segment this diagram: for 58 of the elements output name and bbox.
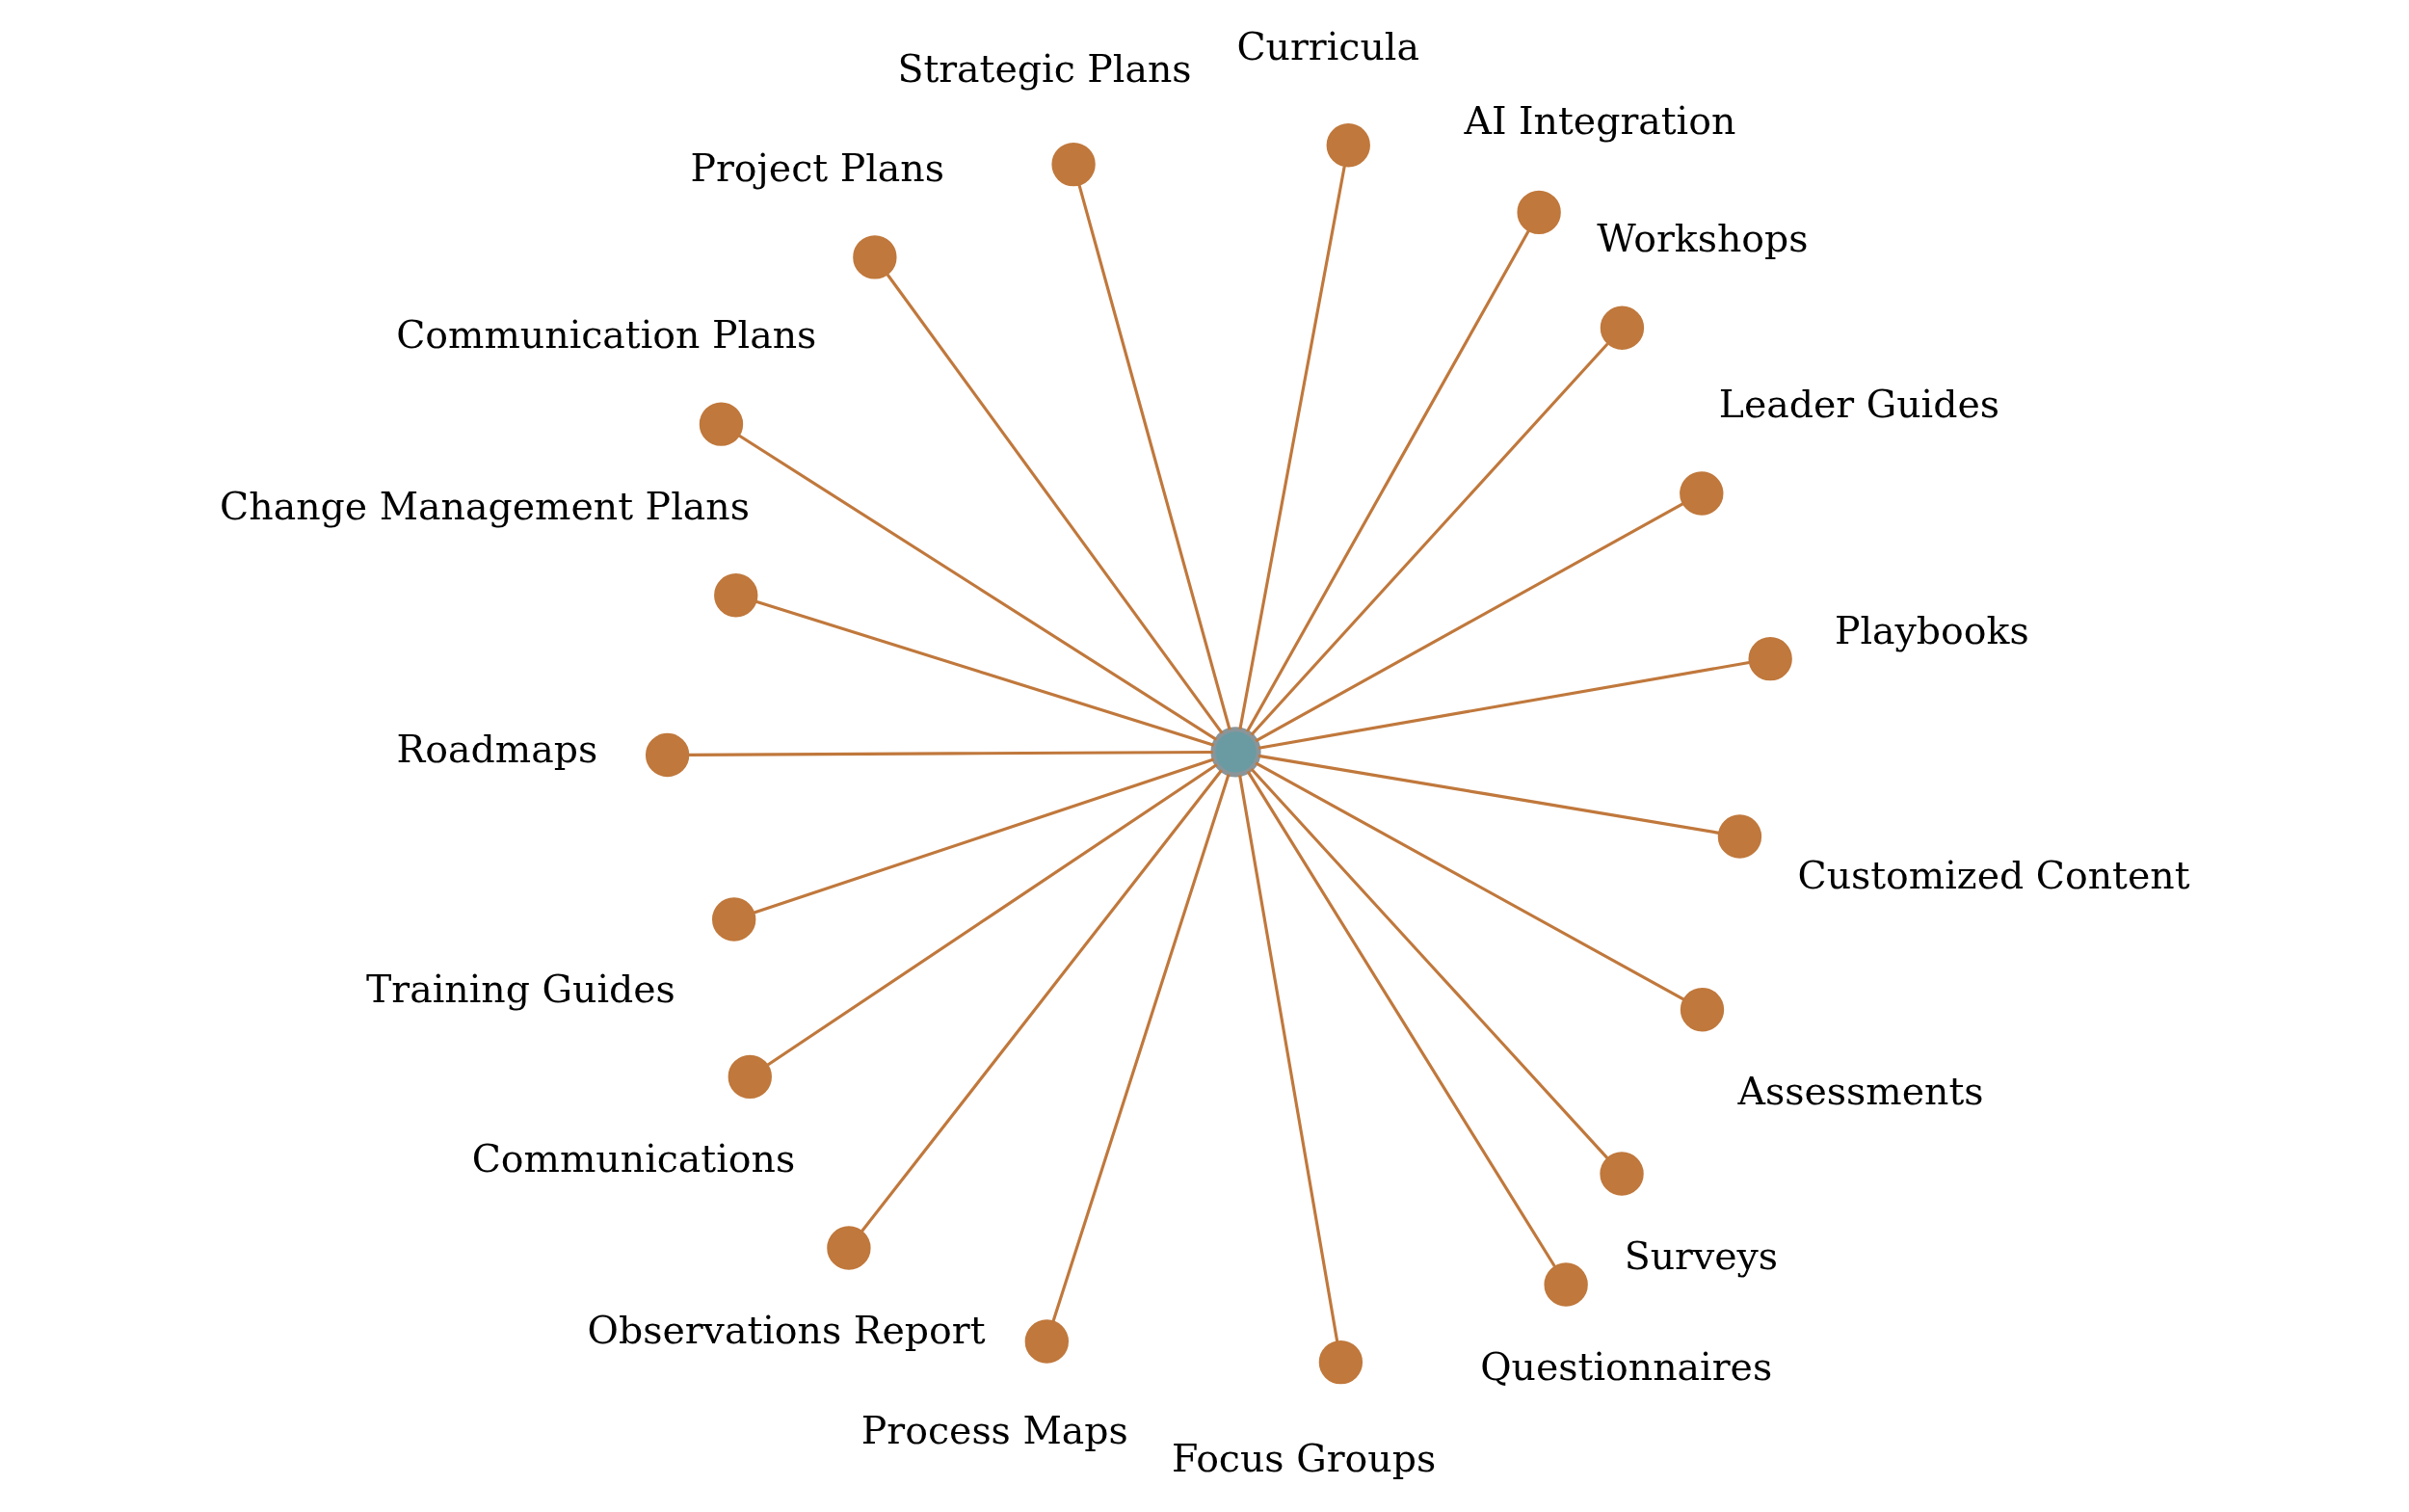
- node-label: Focus Groups: [1171, 1436, 1436, 1481]
- connector: [1245, 229, 1530, 732]
- node-label: Communication Plans: [395, 312, 816, 358]
- node-circle: [1318, 1340, 1363, 1385]
- connector: [1257, 660, 1750, 750]
- connector: [1237, 775, 1338, 1342]
- connector: [1255, 502, 1683, 743]
- node-label: Communications: [471, 1136, 795, 1181]
- connector: [754, 599, 1214, 747]
- node-circle: [1326, 123, 1370, 168]
- node-circle: [1516, 190, 1561, 235]
- node-circle: [1679, 471, 1723, 516]
- connector: [1246, 770, 1556, 1268]
- node-circle: [1024, 1319, 1069, 1364]
- connector: [886, 273, 1224, 734]
- node-label: Workshops: [1596, 216, 1809, 261]
- node-label: Leader Guides: [1718, 381, 1999, 426]
- connector: [1255, 761, 1684, 1001]
- node-circle: [852, 235, 897, 279]
- connector: [1250, 342, 1608, 736]
- node-label: Playbooks: [1834, 607, 2029, 652]
- node-label: Process Maps: [860, 1408, 1128, 1453]
- node-label: Questionnaires: [1479, 1343, 1772, 1389]
- node-circle: [1209, 727, 1261, 778]
- connector: [860, 769, 1223, 1233]
- node-label: Training Guides: [365, 966, 675, 1011]
- node-label: Observations Report: [587, 1307, 986, 1352]
- node-label: Assessments: [1737, 1069, 1984, 1114]
- node-label: Project Plans: [690, 145, 944, 190]
- connector: [1050, 774, 1231, 1322]
- node-circle: [1600, 305, 1644, 350]
- node-label: Change Management Plans: [219, 483, 750, 528]
- connector: [688, 750, 1213, 756]
- node-label: AI Integration: [1463, 97, 1735, 143]
- node-label: Roadmaps: [396, 727, 597, 772]
- node-circle: [699, 402, 743, 446]
- node-label: Customized Content: [1796, 852, 2190, 897]
- node-circle: [645, 732, 689, 778]
- connector: [737, 434, 1217, 741]
- connector: [1257, 754, 1719, 835]
- connector: [1237, 166, 1346, 729]
- node-circle: [826, 1226, 871, 1270]
- connector: [1076, 184, 1231, 730]
- node-circle: [713, 573, 757, 618]
- node-circle: [1050, 142, 1096, 187]
- node-circle: [1680, 988, 1724, 1032]
- node-label: Curricula: [1235, 23, 1419, 68]
- connector: [1250, 768, 1608, 1159]
- node-label: Strategic Plans: [896, 46, 1192, 92]
- connector: [766, 763, 1218, 1067]
- node-label: Surveys: [1624, 1233, 1778, 1279]
- node-circle: [1543, 1262, 1588, 1307]
- node-circle: [711, 897, 755, 942]
- connector: [753, 757, 1214, 915]
- node-circle: [1599, 1152, 1644, 1196]
- node-circle: [1748, 637, 1792, 681]
- node-circle: [728, 1054, 772, 1100]
- node-circle: [1717, 814, 1761, 859]
